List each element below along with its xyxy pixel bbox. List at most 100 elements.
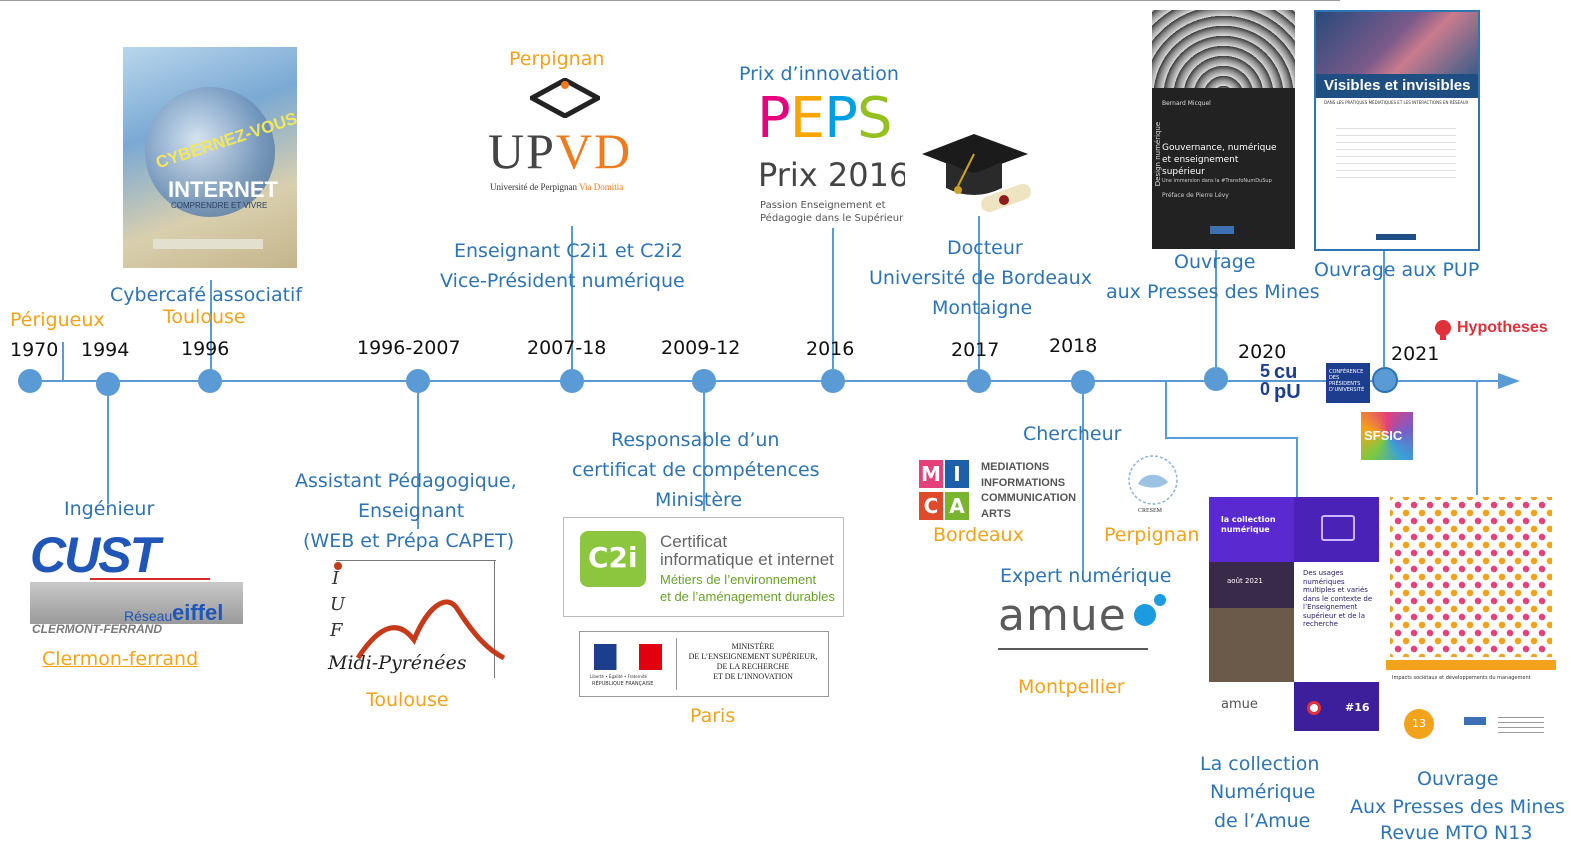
c2i-emblem-text: C2i [588,541,638,574]
cust-logo: CUST Réseau eiffel CLERMONT-FERRAND [30,530,245,640]
mica-logo: M I C A MEDIATIONS INFORMATIONS COMMUNIC… [919,460,1084,522]
label-collection-l2: Numérique [1210,781,1316,803]
upvd-emblem [530,78,600,118]
collection-date: août 2021 [1227,577,1263,585]
year-2017: 2017 [951,339,1000,361]
timeline-dot-2020 [1204,367,1228,391]
cust-wordmark: CUST [30,530,160,583]
year-1996-2007: 1996-2007 [357,337,461,359]
cpu-text-4: D’UNIVERSITÉ [1329,387,1365,393]
mto-band [1386,660,1556,670]
iuf-letter-u: U [330,594,346,615]
peps-year: Prix 2016 [758,156,905,194]
connector-2020-down [1165,380,1167,438]
mica-a: A [945,492,969,520]
connector-1996 [210,280,212,370]
label-ouvrage-pup: Ouvrage aux PUP [1314,259,1480,281]
connector-2020-collection [1296,437,1298,497]
cpu-text-1: CONFÉRENCE [1329,369,1364,375]
year-2020: 2020 [1238,341,1287,363]
label-assistant-l2: Enseignant [358,500,465,522]
cust-reseau: Réseau [124,608,173,624]
peps-logo: PEPS Prix 2016 Passion Enseignement et P… [755,92,905,232]
mica-c: C [919,492,943,520]
timeline-dot-2021 [1372,367,1398,393]
label-assistant-l1: Assistant Pédagogique, [295,470,517,492]
hypotheses-wordmark: Hypotheses [1457,319,1548,336]
label-clermont: Clermon-ferrand [42,648,199,670]
poster-globe [145,87,275,217]
rf-name: RÉPUBLIQUE FRANÇAISE [592,681,654,687]
connector-2016 [832,228,834,369]
amue-circle-small [1154,594,1166,606]
book2-collection-mark [1376,234,1416,240]
book2-subtitle: DANS LES PRATIQUES MÉDIATIQUES ET LES IN… [1324,100,1469,105]
label-enseignant-l1: Enseignant C2i1 et C2i2 [454,240,683,262]
label-responsable-l2: certificat de compétences [572,459,820,481]
label-ouvrage-mines-l1: Ouvrage [1174,251,1256,273]
amue-collection-cover: la collection numérique août 2021 Des us… [1209,497,1379,731]
label-prix: Prix d’innovation [739,63,899,85]
c2i-line2: informatique et internet [660,550,834,569]
iuf-midi-text: Midi-Pyrénées [328,652,467,674]
mica-line2: INFORMATIONS [981,476,1066,489]
label-revue-l1: Ouvrage [1417,768,1499,790]
cpu-text-3: PRÉSIDENTS [1329,381,1361,387]
mica-m: M [919,460,943,488]
sfsic-text: SFSIC [1364,428,1403,443]
label-collection-l1: La collection [1200,753,1320,775]
book1-preface: Préface de Pierre Lévy [1162,192,1229,199]
label-montpellier: Montpellier [1018,676,1125,698]
label-docteur-l3: Montaigne [932,297,1033,319]
book1-publisher-mark [1210,226,1234,234]
label-perpignan-bottom: Perpignan [1104,524,1200,546]
iuf-letter-f: F [330,620,343,641]
label-perigueux: Périgueux [10,309,105,331]
amue-logo: amue [998,590,1178,656]
connector-2007-18 [571,226,573,369]
book2-title: Visibles et invisibles [1324,77,1471,94]
connector-2021-down [1476,380,1478,495]
connector-2017 [978,216,980,369]
cpu-box: CONFÉRENCE DES PRÉSIDENTS D’UNIVERSITÉ [1326,363,1370,403]
label-bordeaux: Bordeaux [933,524,1024,546]
label-responsable-l1: Responsable d’un [611,429,780,451]
book2-text-lines [1336,122,1456,182]
ministere-logo: Liberté • Égalité • Fraternité RÉPUBLIQU… [579,631,829,697]
label-paris: Paris [690,705,736,727]
iuf-border-right [494,560,495,678]
year-1996: 1996 [181,338,230,360]
year-2016: 2016 [806,338,855,360]
poster-subtitle: COMPRENDRE ET VIVRE [171,201,268,210]
cybercafe-poster-image: CYBERNEZ-VOUS INTERNET COMPRENDRE ET VIV… [123,47,297,268]
c2i-line3: Métiers de l’environnement [660,572,817,587]
ministere-line4: ET DE L’INNOVATION [713,672,793,681]
cust-red-line [90,578,210,580]
timeline-dot-1970 [18,369,42,393]
collection-tile-1 [1209,497,1294,562]
year-2009-12: 2009-12 [661,337,741,359]
ministere-line2: DE L’ENSEIGNEMENT SUPÉRIEUR, [688,652,818,661]
connector-2021 [1383,250,1385,367]
collection-tile-3 [1209,562,1294,608]
label-expert: Expert numérique [1000,565,1172,587]
book-pup-cover: Visibles et invisibles DANS LES PRATIQUE… [1314,10,1480,251]
label-toulouse-top: Toulouse [163,306,246,328]
cust-eiffel: eiffel [172,600,224,625]
mto-authors [1498,713,1544,735]
connector-1970 [62,342,64,380]
c2i-emblem: C2i [580,531,646,587]
label-ingenieur: Ingénieur [64,498,155,520]
poster-internet: INTERNET [168,177,278,202]
mto-text: Impacts sociétaux et développements du m… [1392,675,1531,681]
collection-laptop-icon [1321,515,1355,541]
collection-dot [1307,701,1321,715]
peps-sub2: Pédagogie dans le Supérieur [760,213,904,224]
timeline-dot-1996 [198,369,222,393]
collection-text: Des usages numériques multiples et varié… [1303,569,1373,628]
upvd-subtitle: Université de Perpignan Via Domitia [490,182,624,192]
book1-image [1152,10,1295,88]
label-revue-l3: Revue MTO N13 [1380,822,1533,844]
year-2021: 2021 [1391,343,1440,365]
